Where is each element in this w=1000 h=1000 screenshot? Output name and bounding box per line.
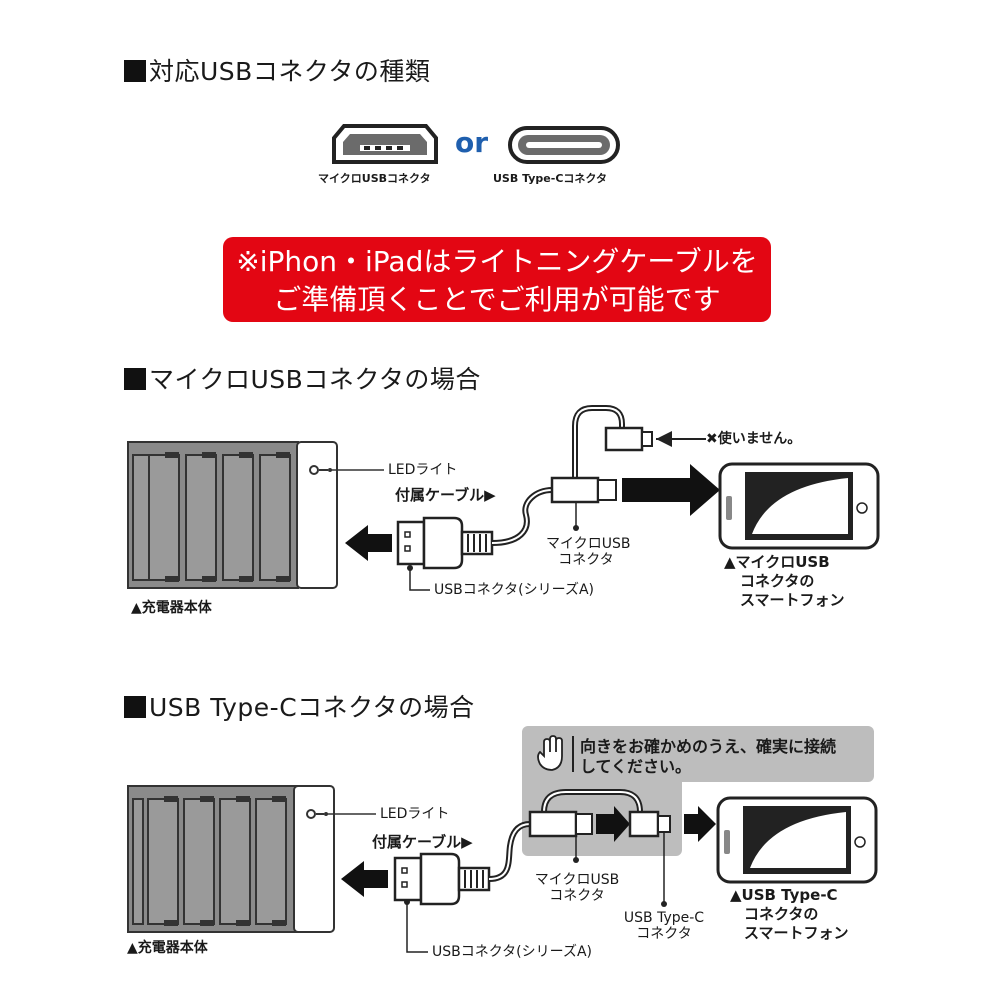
charger-body-illustration bbox=[127, 441, 338, 589]
micro-phone-label: ▲マイクロUSB コネクタの スマートフォン bbox=[724, 553, 845, 609]
right-arrow-icon bbox=[684, 806, 716, 842]
charger-body-illustration bbox=[127, 785, 335, 933]
notice-line-1: ※iPhon・iPadはライトニングケーブルを bbox=[236, 245, 758, 278]
micro-led-label: LEDライト bbox=[388, 462, 458, 478]
left-arrow-icon bbox=[341, 861, 388, 897]
smartphone-illustration bbox=[716, 796, 878, 884]
or-text: or bbox=[455, 126, 489, 159]
lightning-notice-banner: ※iPhon・iPadはライトニングケーブルを ご準備頂くことでご利用が可能です bbox=[223, 237, 771, 322]
typec-phone-label: ▲USB Type-C コネクタの スマートフォン bbox=[730, 886, 849, 942]
micro-case-heading: マイクロUSBコネクタの場合 bbox=[124, 360, 481, 396]
micro-usb-plug bbox=[550, 476, 600, 504]
micro-usba-label: USBコネクタ(シリーズA) bbox=[434, 582, 594, 598]
usb-a-plug-illustration bbox=[396, 516, 494, 570]
hand-icon bbox=[537, 735, 563, 771]
left-arrow-icon bbox=[345, 525, 392, 561]
supported-heading: 対応USBコネクタの種類 bbox=[124, 52, 430, 88]
typec-cable-label: 付属ケーブル▶ bbox=[372, 833, 473, 851]
micro-usb-plug bbox=[528, 810, 578, 838]
typec-caption: USB Type-Cコネクタ bbox=[493, 172, 607, 185]
led-icon bbox=[309, 465, 319, 475]
usb-typec-port-icon bbox=[508, 126, 620, 164]
typec-case-heading: USB Type-Cコネクタの場合 bbox=[124, 688, 475, 724]
right-arrow-icon bbox=[596, 806, 630, 842]
square-bullet-icon bbox=[124, 368, 146, 390]
micro-usb-caption: マイクロUSBコネクタ bbox=[318, 172, 431, 185]
micro-cable-label: 付属ケーブル▶ bbox=[395, 486, 496, 504]
notice-line-2: ご準備頂くことでご利用が可能です bbox=[273, 283, 721, 316]
micro-usb-port-icon bbox=[332, 124, 438, 164]
unused-label: ✖使いません。 bbox=[706, 431, 802, 447]
right-arrow-icon bbox=[622, 464, 720, 516]
typec-case-diagram bbox=[127, 785, 878, 953]
micro-case-diagram bbox=[127, 405, 880, 591]
micro-connector-label: マイクロUSB コネクタ bbox=[546, 536, 631, 568]
connector-types-illustration bbox=[332, 124, 620, 164]
smartphone-illustration bbox=[718, 462, 880, 550]
micro-charger-label: ▲充電器本体 bbox=[131, 600, 212, 616]
unused-typec-plug bbox=[604, 426, 644, 452]
usb-a-plug-illustration bbox=[393, 852, 491, 906]
square-bullet-icon bbox=[124, 60, 146, 82]
typec-charger-label: ▲充電器本体 bbox=[127, 940, 208, 956]
square-bullet-icon bbox=[124, 696, 146, 718]
typec-led-label: LEDライト bbox=[380, 806, 450, 822]
typec-adapter bbox=[628, 810, 660, 838]
note-divider bbox=[572, 736, 574, 772]
orientation-note-text: 向きをお確かめのうえ、確実に接続 してください。 bbox=[580, 737, 837, 776]
typec-micro-label: マイクロUSB コネクタ bbox=[534, 872, 620, 904]
led-icon bbox=[306, 809, 316, 819]
typec-connector-label: USB Type-C コネクタ bbox=[623, 910, 705, 942]
typec-usba-label: USBコネクタ(シリーズA) bbox=[432, 944, 592, 960]
